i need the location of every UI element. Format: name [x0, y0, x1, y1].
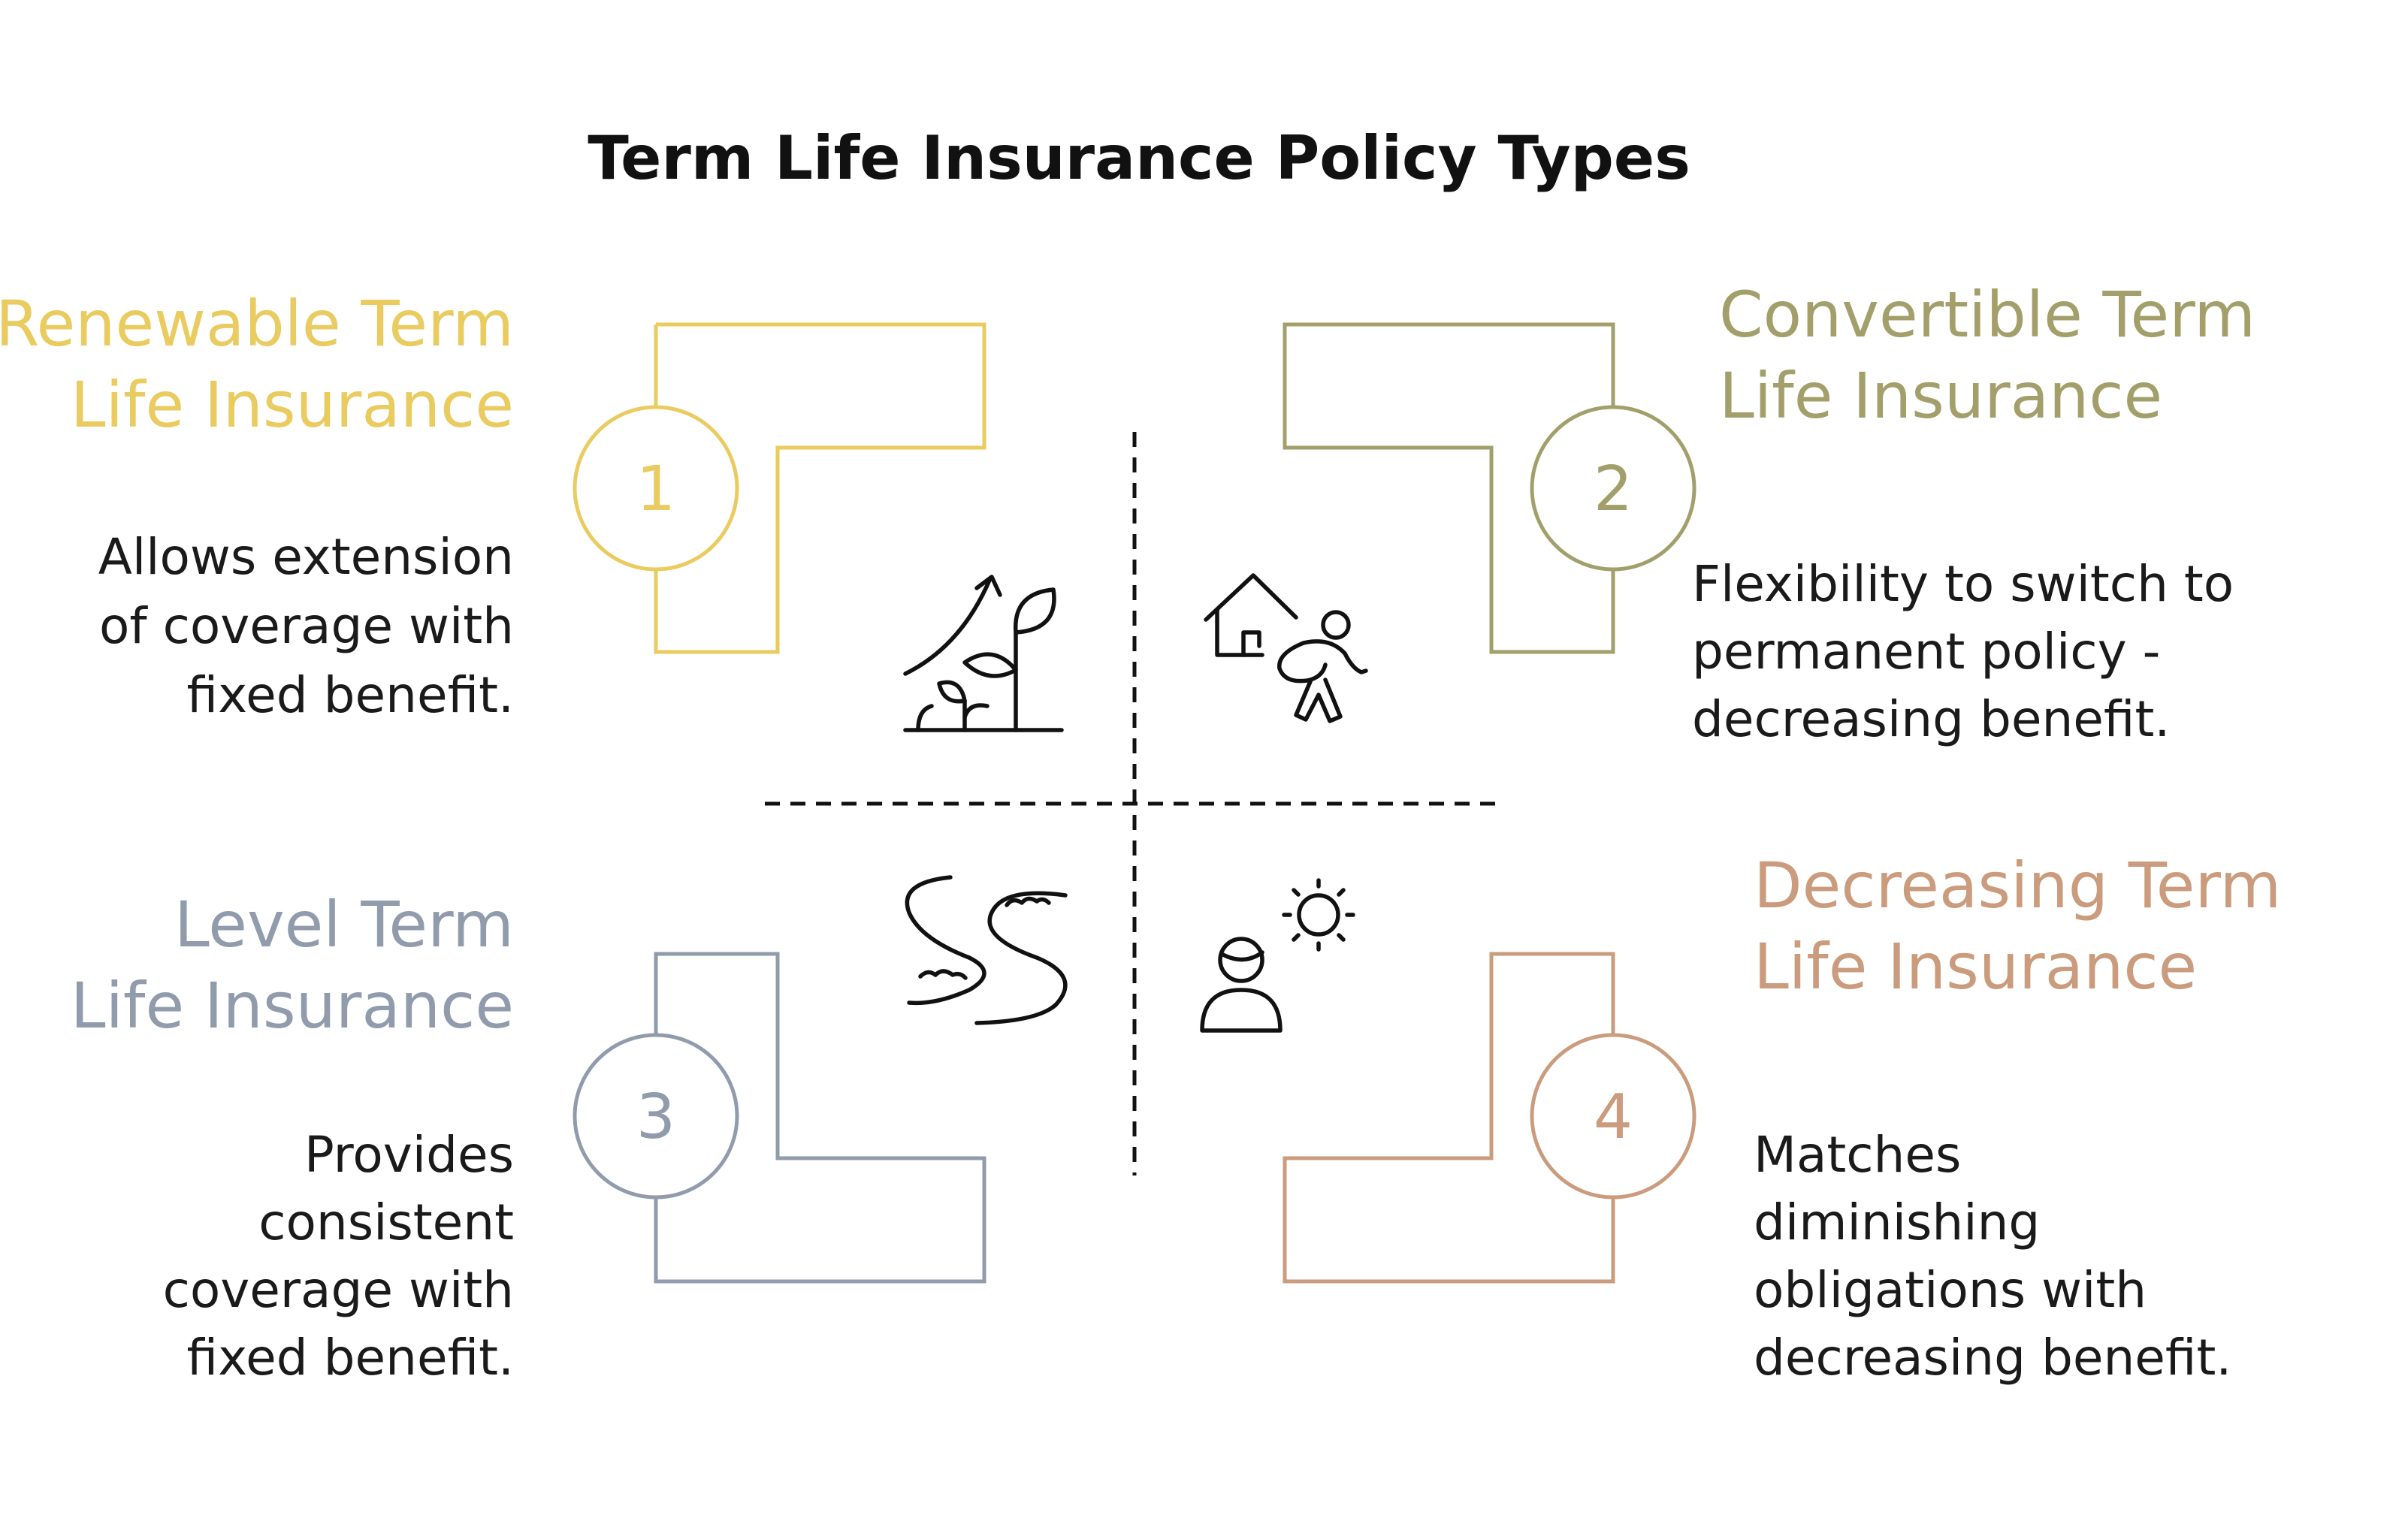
renewable-description-line1: Allows extension [98, 528, 514, 586]
renewable-number: 1 [636, 454, 675, 525]
renewable-heading-line2: Life Insurance [71, 368, 514, 442]
convertible-number-circle [1530, 405, 1696, 572]
renewable-heading-line1: Renewable Term [0, 287, 514, 361]
renewable-description-line2: of coverage with [99, 597, 514, 655]
quadrant-decreasing: 4 Decreasing Term Life Insurance Matches… [1200, 849, 2281, 1387]
winding-road-icon [905, 875, 1068, 1025]
quadrant-level: 3 Level Term Life Insurance Provides con… [71, 875, 1068, 1387]
decreasing-heading-line1: Decreasing Term [1754, 849, 2281, 922]
convertible-description-line1: Flexibility to switch to [1692, 555, 2234, 613]
decreasing-heading-line2: Life Insurance [1754, 930, 2197, 1003]
quadrant-divider [765, 432, 1504, 1175]
decreasing-description-line3: obligations with [1754, 1261, 2147, 1319]
quadrant-renewable: 1 Renewable Term Life Insurance Allows e… [0, 287, 1064, 732]
decreasing-number-circle [1530, 1033, 1696, 1200]
convertible-heading-line1: Convertible Term [1719, 278, 2255, 352]
convertible-heading-line2: Life Insurance [1719, 359, 2162, 433]
level-heading-line1: Level Term [174, 888, 514, 961]
convertible-description-line3: decreasing benefit. [1692, 690, 2170, 748]
convertible-number: 2 [1594, 454, 1633, 525]
person-and-sun-icon [1200, 878, 1355, 1033]
house-and-person-icon [1204, 573, 1368, 723]
level-description-line3: coverage with [163, 1261, 514, 1319]
quadrant-convertible: 2 Convertible Term Life Insurance Flexib… [1204, 278, 2255, 748]
level-description-line4: fixed benefit. [187, 1329, 514, 1387]
renewable-bracket-shape [654, 322, 986, 654]
decreasing-description-line2: diminishing [1754, 1194, 2040, 1251]
decreasing-number: 4 [1594, 1082, 1633, 1153]
level-heading-line2: Life Insurance [71, 969, 514, 1043]
page-title: Term Life Insurance Policy Types [588, 123, 1690, 193]
decreasing-description-line1: Matches [1754, 1126, 1961, 1184]
renewable-description-line3: fixed benefit. [187, 666, 514, 724]
level-description-line2: consistent [258, 1194, 514, 1251]
level-number: 3 [636, 1082, 675, 1153]
decreasing-bracket-shape [1283, 952, 1615, 1284]
decreasing-description-line4: decreasing benefit. [1754, 1329, 2231, 1387]
level-description-line1: Provides [304, 1126, 514, 1184]
growing-plant-icon [903, 575, 1064, 732]
renewable-number-circle [573, 405, 739, 572]
level-bracket-shape [654, 952, 986, 1284]
convertible-bracket-shape [1283, 322, 1615, 654]
convertible-description-line2: permanent policy - [1692, 623, 2160, 681]
level-number-circle [573, 1033, 739, 1200]
